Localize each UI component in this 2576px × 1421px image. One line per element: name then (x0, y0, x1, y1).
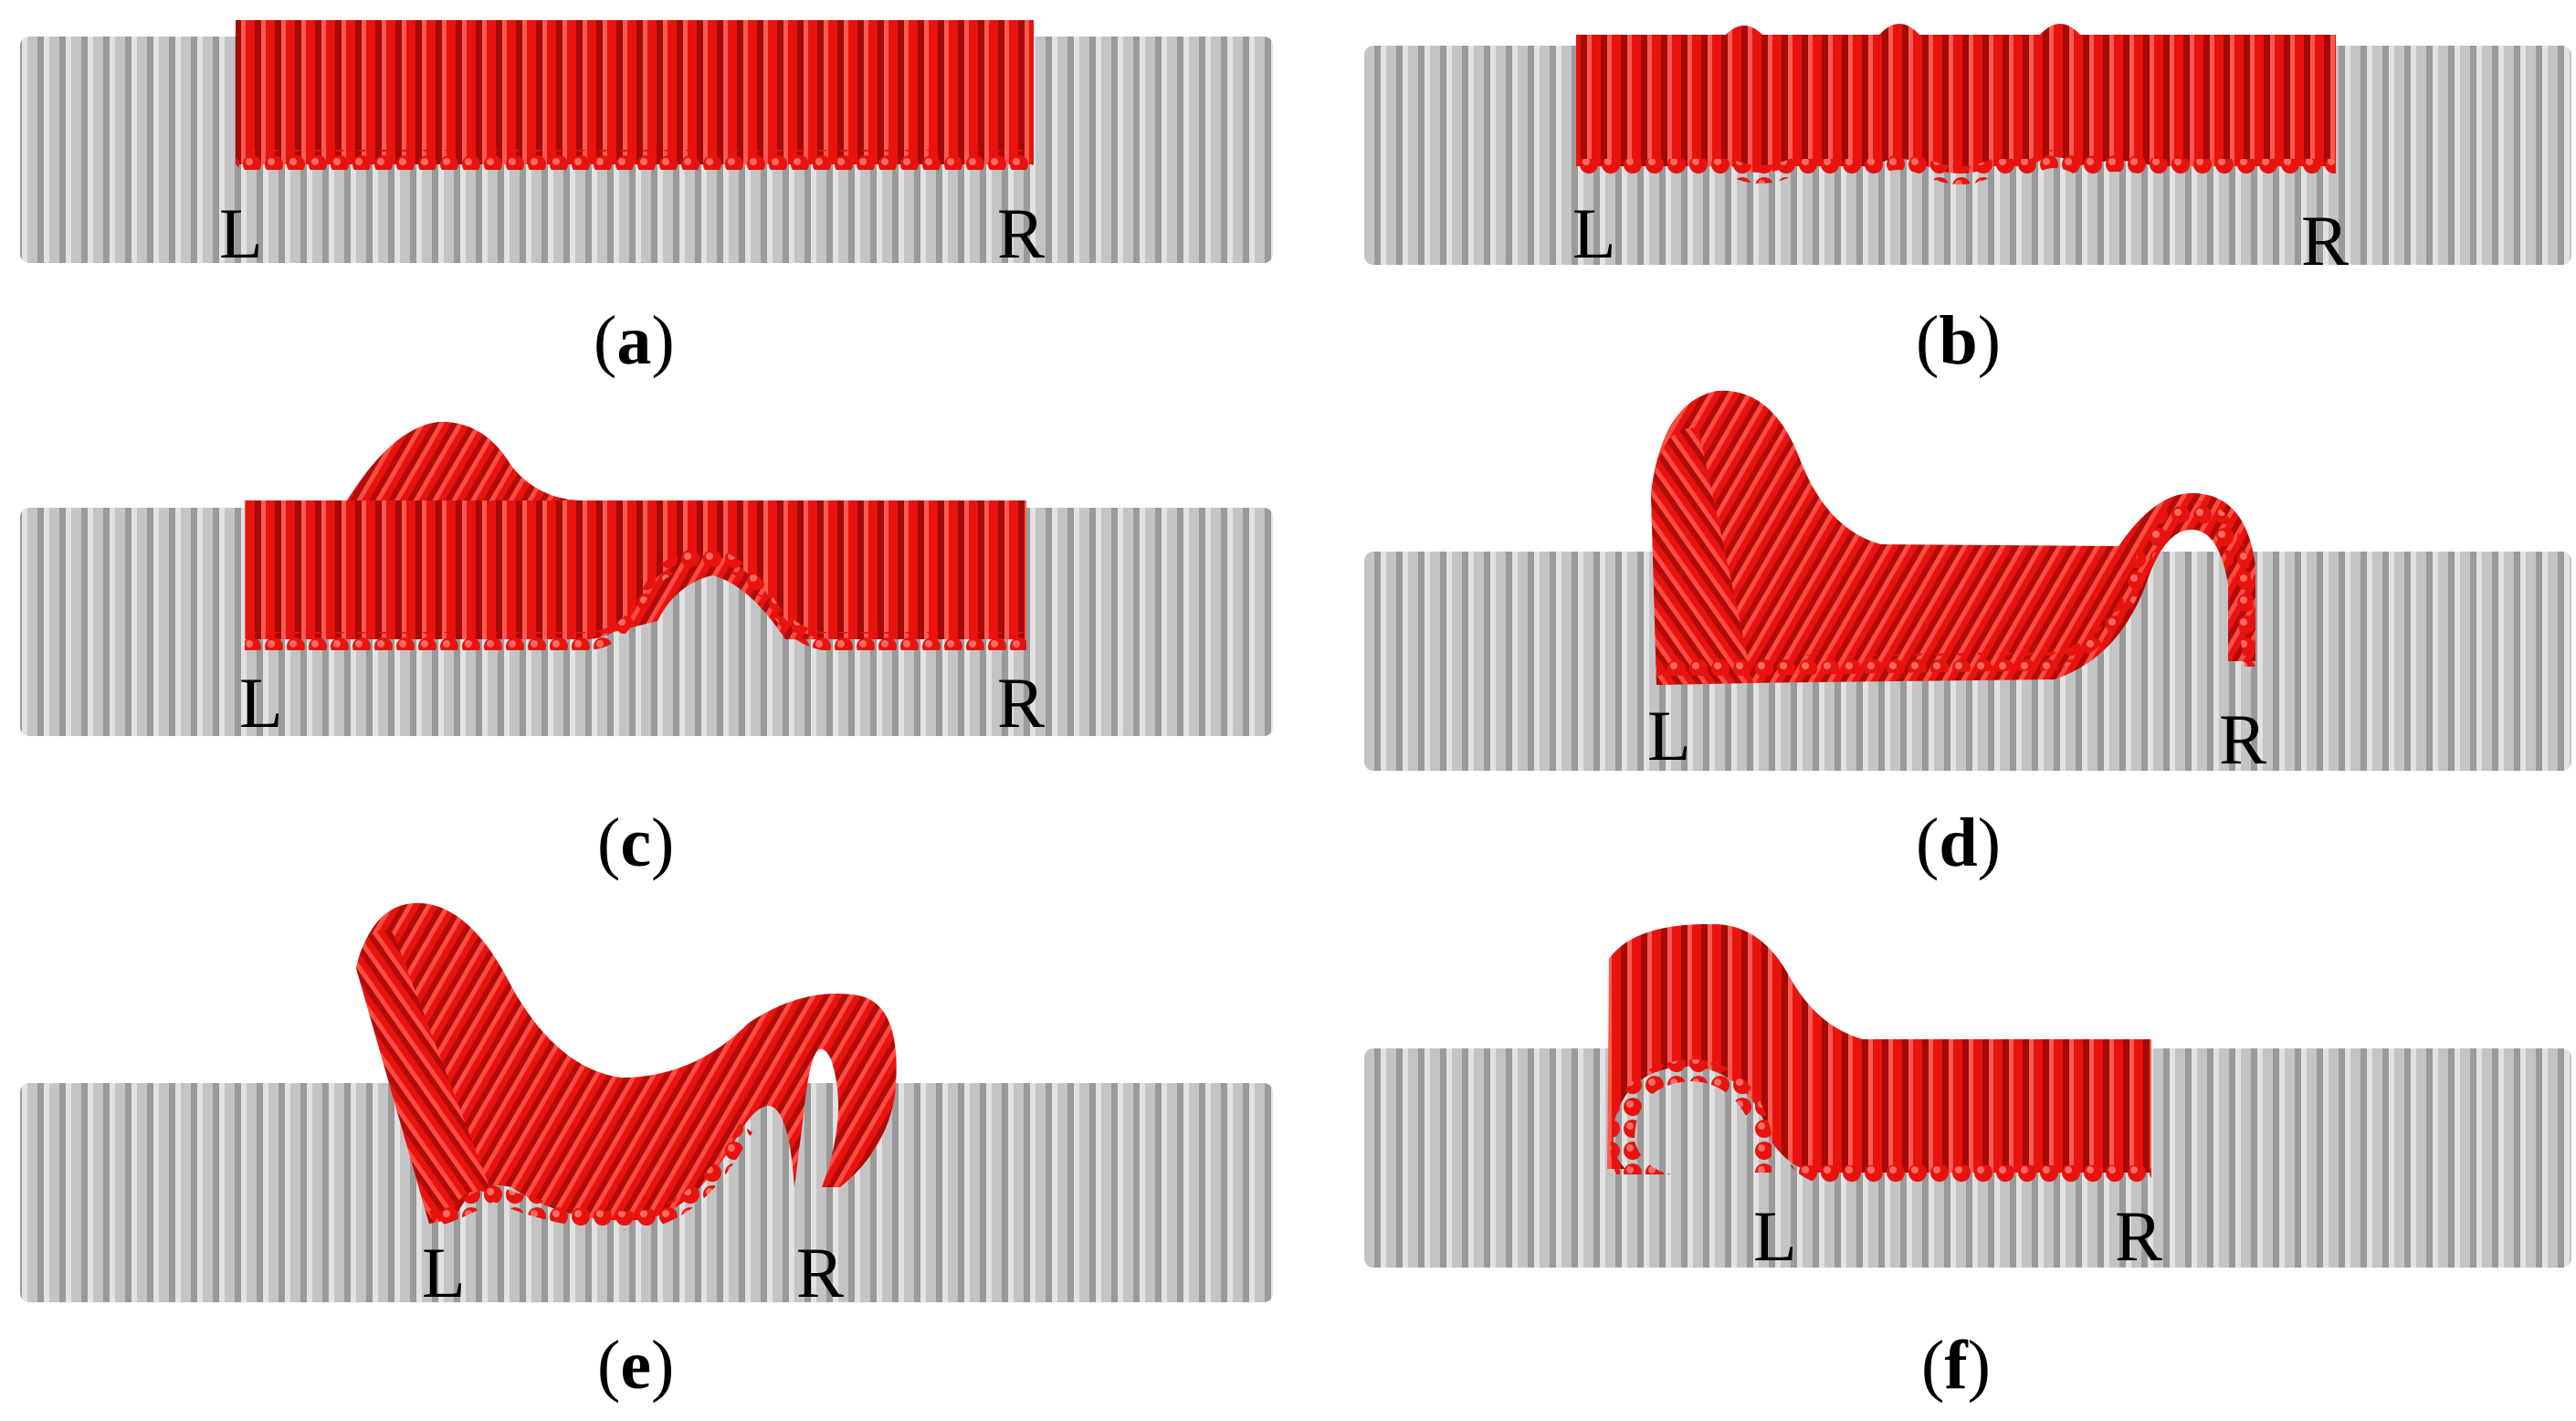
sheet-d (1651, 390, 2255, 685)
panel-e: L R (e) (20, 902, 1273, 1404)
left-label-c: L (239, 663, 283, 742)
left-label-a: L (219, 194, 263, 273)
caption-f: (f) (1921, 1327, 1991, 1404)
caption-c: (c) (597, 805, 674, 881)
caption-b: (b) (1916, 302, 2001, 379)
panel-b: L R (b) (1364, 24, 2571, 379)
right-label-a: R (997, 194, 1045, 273)
left-label-f: L (1753, 1196, 1797, 1276)
sheet-a (236, 20, 1034, 164)
sheet-f-loop (1610, 1059, 1772, 1174)
sheet-d-edge (1656, 500, 2259, 676)
right-label-c: R (997, 663, 1045, 742)
sheet-d-front (1651, 427, 1753, 685)
right-label-b: R (2301, 201, 2349, 280)
left-label-d: L (1647, 696, 1691, 775)
sheet-b-edge (1576, 150, 2336, 184)
left-label-e: L (422, 1233, 466, 1312)
sheet-e-edge (429, 1123, 752, 1230)
right-label-f: R (2115, 1196, 2162, 1276)
caption-d: (d) (1916, 805, 2001, 881)
caption-e: (e) (597, 1327, 674, 1404)
panel-d: L R (d) (1364, 390, 2571, 881)
sheet-c (245, 500, 1026, 639)
sheet-c-fold (584, 555, 822, 639)
panel-a: L R (a) (20, 20, 1273, 379)
panel-f: L R (f) (1364, 923, 2571, 1404)
sheet-b (1576, 24, 2336, 174)
sheet-a-edge (236, 150, 1034, 170)
left-label-b: L (1572, 194, 1616, 273)
sheet-f-edge (1790, 1165, 2151, 1185)
sheet-e (356, 902, 897, 1224)
right-label-d: R (2219, 700, 2266, 779)
sheet-f (1607, 923, 2151, 1173)
sheet-c-edge (245, 547, 1026, 650)
caption-a: (a) (594, 302, 675, 379)
right-label-e: R (796, 1233, 844, 1312)
sheet-e-front (356, 930, 493, 1224)
panel-c: L R (c) (20, 421, 1273, 881)
